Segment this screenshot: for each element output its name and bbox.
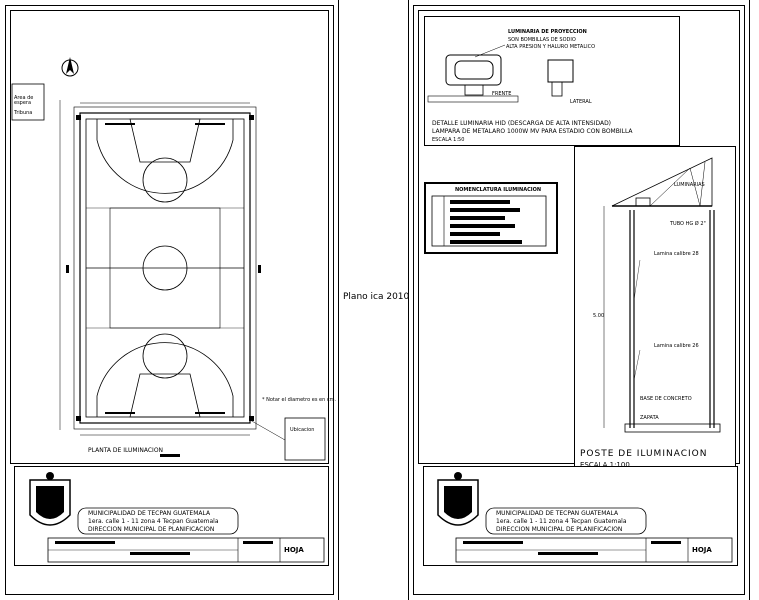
left-footer bbox=[14, 466, 329, 566]
left-drawing-area bbox=[10, 10, 329, 464]
side-box-label: Ubicacion bbox=[290, 427, 315, 433]
municipal-crest-icon bbox=[437, 472, 479, 526]
outer-frame-right bbox=[413, 5, 745, 595]
pole-note2: Lamina calibre 26 bbox=[654, 343, 699, 349]
left-footer-line3: DIRECCION MUNICIPAL DE PLANIFICACION bbox=[88, 526, 215, 533]
luminaire-detail bbox=[424, 16, 680, 146]
right-footer-line3: DIRECCION MUNICIPAL DE PLANIFICACION bbox=[496, 526, 623, 533]
right-footer-line1: MUNICIPALIDAD DE TECPAN GUATEMALA bbox=[496, 510, 619, 517]
side-label: LATERAL bbox=[570, 99, 592, 105]
center-divider-left bbox=[338, 0, 339, 600]
pole-height: 5.00 bbox=[593, 313, 605, 319]
legend-title: NOMENCLATURA ILUMINACION bbox=[455, 187, 542, 193]
court-note: * Notar el diametro es en cm. bbox=[262, 397, 337, 403]
right-footer bbox=[423, 466, 738, 566]
north-arrow-icon bbox=[61, 57, 79, 77]
left-box-sub: Tribuna bbox=[14, 110, 33, 116]
pole-detail bbox=[574, 146, 736, 474]
right-sheet-label: HOJA bbox=[692, 546, 712, 554]
left-footer-line1: MUNICIPALIDAD DE TECPAN GUATEMALA bbox=[88, 510, 211, 517]
luminaire-title: LUMINARIA DE PROYECCION bbox=[508, 29, 587, 35]
pole-base: BASE DE CONCRETO bbox=[640, 396, 692, 402]
pole-note1: Lamina calibre 28 bbox=[654, 251, 699, 257]
center-label: Plano ica 2010 bbox=[343, 292, 410, 302]
left-sheet-label: HOJA bbox=[284, 546, 304, 554]
pole-base2: ZAPATA bbox=[640, 415, 659, 421]
right-footer-line2: 1era. calle 1 - 11 zona 4 Tecpan Guatema… bbox=[496, 518, 627, 525]
detail-scale: ESCALA 1:50 bbox=[432, 137, 465, 143]
left-footer-line2: 1era. calle 1 - 11 zona 4 Tecpan Guatema… bbox=[88, 518, 219, 525]
luminaire-sub1: SON BOMBILLAS DE SODIO bbox=[508, 37, 576, 43]
pole-title: POSTE DE ILUMINACION bbox=[580, 449, 708, 459]
left-box-label: Area de espera bbox=[14, 95, 34, 106]
luminaire-sub2: ALTA PRESION Y HALURO METALICO bbox=[506, 44, 596, 50]
front-label: FRENTE bbox=[492, 91, 512, 97]
pole-tube-label: TUBO HG Ø 2" bbox=[670, 221, 706, 227]
detail-line1: DETALLE LUMINARIA HID (DESCARGA DE ALTA … bbox=[432, 120, 612, 127]
court-title: PLANTA DE ILUMINACION bbox=[88, 447, 164, 454]
right-edge-line bbox=[749, 0, 750, 600]
pole-top-label: LUMINARIAS bbox=[674, 182, 705, 188]
center-divider-right bbox=[408, 0, 409, 600]
municipal-crest-icon bbox=[29, 472, 71, 526]
outer-frame-left bbox=[5, 5, 334, 595]
pole-scale: ESCALA 1:100 bbox=[580, 461, 630, 469]
detail-line2: LAMPARA DE METALARO 1000W MV PARA ESTADI… bbox=[432, 128, 633, 135]
